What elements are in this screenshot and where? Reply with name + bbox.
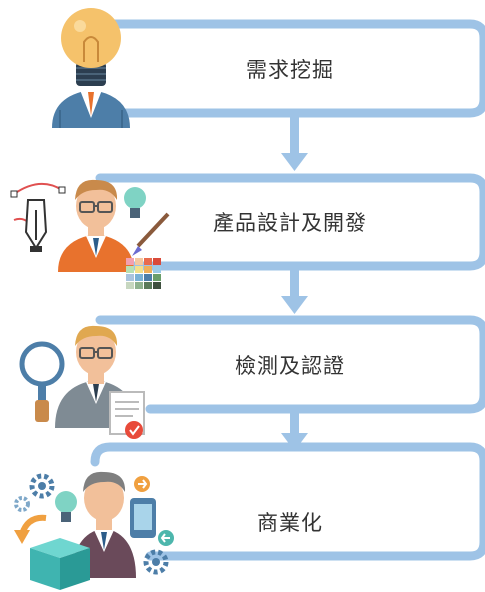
color-swatch-icon: [126, 258, 161, 289]
step-2-label: 產品設計及開發: [213, 211, 367, 235]
step-4-label: 商業化: [257, 511, 323, 535]
certificate-document-icon: [109, 391, 145, 439]
gear-icon: [29, 473, 55, 499]
gear-icon: [143, 549, 169, 575]
step-3-label: 檢測及認證: [235, 354, 345, 378]
step-1-frame: [105, 19, 485, 118]
connector-arrows: [281, 117, 308, 451]
arrow-3-to-4: [281, 413, 308, 451]
step-4-frame: [90, 442, 485, 561]
business-person-icon: [14, 471, 174, 590]
arrow-left-circle-icon: [158, 530, 174, 546]
arrow-1-to-2: [281, 117, 308, 171]
step-3-frame: [95, 315, 485, 414]
lightbulb-head-person-icon: [52, 8, 130, 128]
arrow-2-to-3: [281, 270, 308, 314]
smartphone-icon: [130, 498, 156, 538]
package-box-icon: [30, 538, 90, 590]
gear-icon: [14, 496, 30, 512]
step-2-frame: [95, 173, 485, 271]
designer-person-icon: [10, 179, 170, 289]
arrow-right-circle-icon: [134, 476, 150, 492]
step-frames: [90, 19, 485, 561]
step-1-label: 需求挖掘: [246, 58, 334, 82]
inspector-person-icon: [19, 325, 145, 439]
